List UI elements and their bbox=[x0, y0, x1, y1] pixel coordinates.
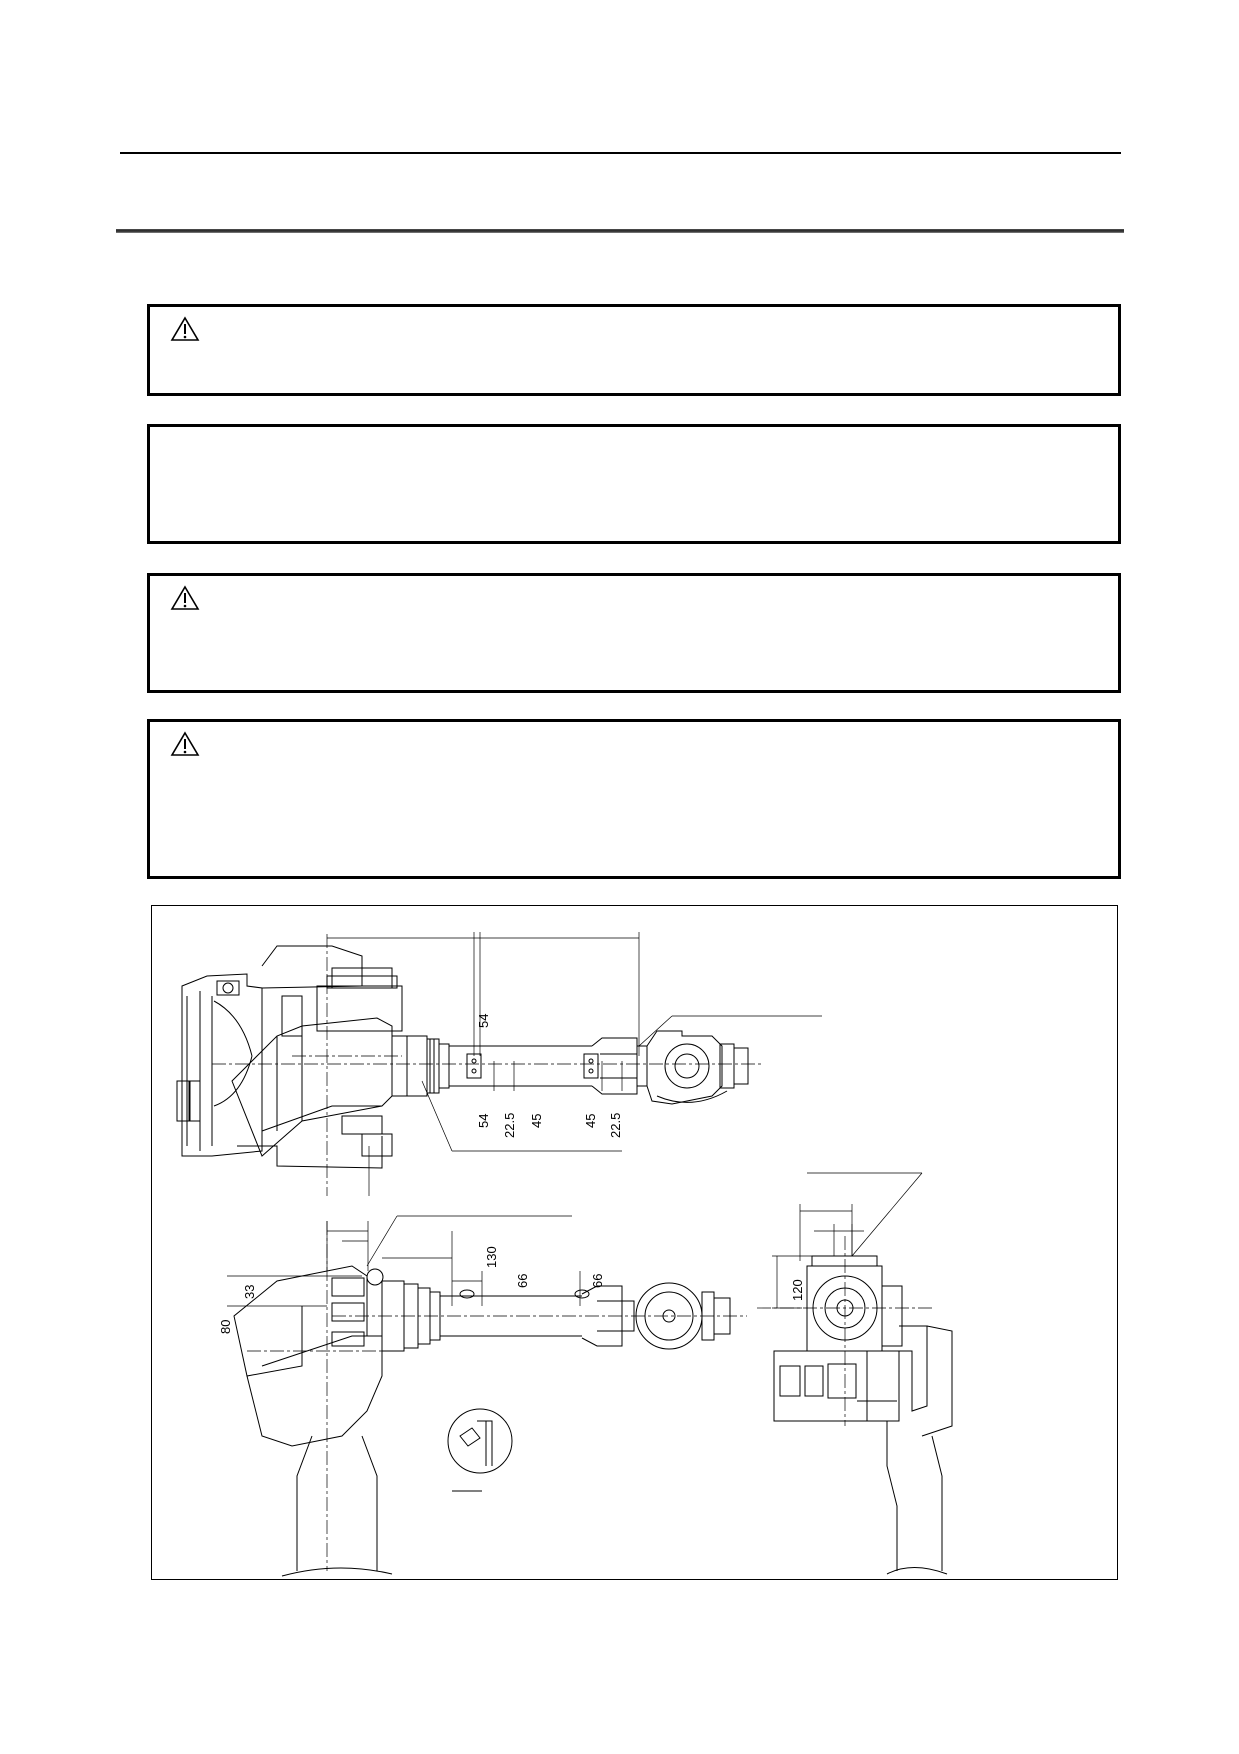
end-view bbox=[773, 1255, 953, 1575]
warning-notice-box bbox=[147, 304, 1121, 396]
top-dim-130: 130 bbox=[484, 1246, 499, 1268]
header-rule bbox=[120, 152, 1121, 154]
warning-triangle-icon bbox=[170, 585, 200, 610]
warning-notice-box bbox=[147, 573, 1121, 693]
side-dim-45-right: 45 bbox=[583, 1114, 598, 1128]
top-dim-66-right: 66 bbox=[590, 1274, 605, 1288]
top-dim-66-left: 66 bbox=[515, 1274, 530, 1288]
section-rule bbox=[116, 229, 1124, 233]
side-dim-45-left: 45 bbox=[529, 1114, 544, 1128]
warning-triangle-icon bbox=[170, 316, 200, 341]
top-view bbox=[233, 1265, 731, 1577]
top-dim-80: 80 bbox=[218, 1320, 233, 1334]
side-dim-22-5-right: 22.5 bbox=[608, 1113, 623, 1138]
side-view bbox=[176, 945, 749, 1169]
warning-notice-box bbox=[147, 719, 1121, 879]
notice-box bbox=[147, 424, 1121, 544]
robot-arm-drawing-figure: 54 54 22.5 45 45 22.5 130 33 80 66 66 12… bbox=[151, 905, 1118, 1580]
robot-arm-technical-drawing: 54 54 22.5 45 45 22.5 130 33 80 66 66 12… bbox=[176, 932, 953, 1577]
side-dim-22-5-left: 22.5 bbox=[502, 1113, 517, 1138]
top-dim-33: 33 bbox=[242, 1285, 257, 1299]
end-dim-120: 120 bbox=[790, 1279, 805, 1301]
warning-triangle-icon bbox=[170, 731, 200, 756]
side-dim-54-bottom: 54 bbox=[476, 1114, 491, 1128]
side-dim-54-top: 54 bbox=[476, 1014, 491, 1028]
